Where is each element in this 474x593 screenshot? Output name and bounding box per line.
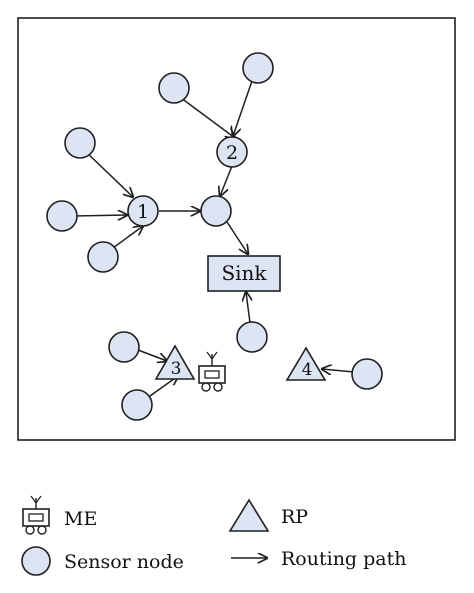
edge-bottom-to-sink [246, 292, 250, 324]
legend-routing-label: Routing path [281, 548, 407, 570]
legend-me-icon [22, 495, 50, 535]
sensor-node [46, 200, 78, 232]
relay-node-2: 2 [216, 136, 248, 168]
routing-edges [72, 80, 355, 397]
rp-3: 3 [154, 344, 196, 380]
edge-top-right-to-2 [233, 80, 253, 136]
sensor-node [351, 358, 383, 390]
edge-hub-to-sink [226, 221, 248, 254]
relay-label-2: 2 [226, 142, 238, 164]
field-border [17, 17, 456, 441]
legend: ME Sensor node RP Routing path [21, 495, 407, 576]
sensor-node [121, 389, 153, 421]
relay-label-1: 1 [137, 201, 149, 223]
legend-me-label: ME [64, 508, 97, 530]
rp-4: 4 [285, 346, 327, 381]
edge-left-mid-to-1 [72, 215, 127, 216]
sink: Sink [207, 255, 281, 292]
edge-left-top-to-1 [83, 149, 133, 197]
edge-left-bottom-to-1 [112, 226, 143, 249]
rp-label-4: 4 [302, 360, 313, 380]
sensor-nodes [46, 52, 383, 421]
legend-sensor-icon [21, 546, 51, 576]
me-robot-icon [198, 351, 226, 392]
relay-node-1: 1 [127, 195, 159, 227]
legend-rp-icon [228, 498, 270, 532]
edge-2-to-hub [220, 165, 233, 196]
sensor-node [64, 127, 96, 159]
legend-sensor-label: Sensor node [64, 551, 184, 573]
edge-right-to-rp4 [322, 369, 355, 372]
sink-label: Sink [221, 261, 267, 285]
sensor-node [108, 331, 140, 363]
hub-sensor-node [200, 195, 232, 227]
sensor-node [87, 241, 119, 273]
sensor-node [158, 72, 190, 104]
legend-rp-label: RP [281, 506, 308, 528]
edge-left-to-rp3 [137, 349, 167, 361]
sensor-node [236, 321, 268, 353]
rp-label-3: 3 [171, 359, 182, 379]
sensor-node [242, 52, 274, 84]
